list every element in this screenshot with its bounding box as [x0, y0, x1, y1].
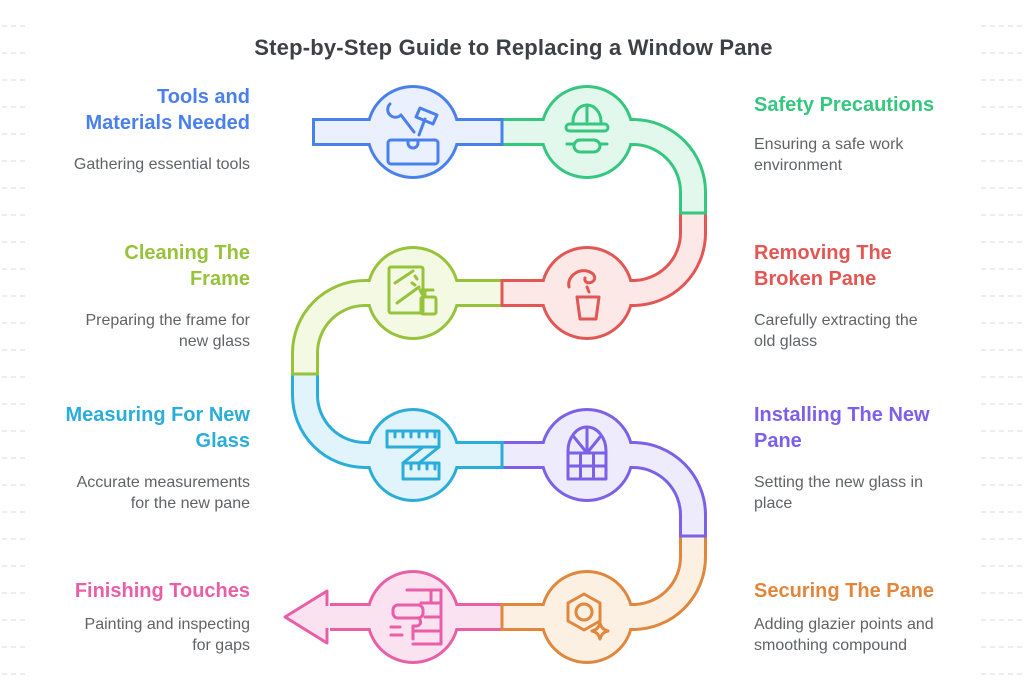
step-6-pipe — [502, 408, 707, 536]
step-label-installing-pane: Installing The New Pane Setting the new … — [754, 402, 974, 514]
page-title: Step-by-Step Guide to Replacing a Window… — [254, 34, 773, 60]
step-7-pipe — [502, 536, 707, 664]
step-title: Finishing Touches — [74, 580, 250, 602]
step-label-removing-pane: Removing The Broken Pane Carefully extra… — [754, 240, 974, 352]
step-label-safety-precautions: Safety Precautions Ensuring a safe work … — [754, 92, 974, 176]
step-label-securing-pane: Securing The Pane Adding glazier points … — [754, 578, 974, 656]
step-6-node — [543, 411, 631, 499]
step-3-pipe — [502, 213, 707, 340]
step-3-node — [543, 249, 631, 337]
step-title: Cleaning The Frame — [124, 242, 250, 290]
step-title: Tools and Materials Needed — [85, 86, 250, 134]
ruled-background-lines — [2, 25, 1025, 675]
step-description: Preparing the frame for new glass — [85, 312, 250, 350]
step-label-cleaning-frame: Cleaning The Frame Preparing the frame f… — [30, 240, 250, 352]
step-7-node — [543, 573, 631, 661]
junction-caps — [291, 118, 707, 631]
flow-end-arrowhead — [283, 589, 329, 645]
arched-window-icon — [566, 425, 608, 481]
step-title: Removing The Broken Pane — [754, 242, 892, 290]
step-2-pipe — [502, 85, 707, 213]
nut-sparkle-icon — [566, 592, 610, 641]
step-description: Gathering essential tools — [73, 156, 250, 173]
step-title: Safety Precautions — [754, 94, 935, 116]
paint-roller-icon — [389, 588, 443, 646]
step-5-pipe — [291, 374, 502, 502]
step-title: Securing The Pane — [754, 580, 935, 602]
step-description: Carefully extracting the old glass — [754, 312, 918, 350]
step-label-finishing-touches: Finishing Touches Painting and inspectin… — [30, 578, 250, 656]
toolbox-icon — [386, 102, 440, 166]
step-label-measuring-glass: Measuring For New Glass Accurate measure… — [30, 402, 250, 514]
step-title: Measuring For New Glass — [65, 404, 250, 452]
step-description: Setting the new glass in place — [754, 474, 923, 512]
step-description: Accurate measurements for the new pane — [76, 474, 250, 512]
step-description: Ensuring a safe work environment — [754, 136, 904, 174]
step-4-pipe — [291, 246, 502, 374]
step-description: Adding glazier points and smoothing comp… — [754, 616, 934, 654]
step-title: Installing The New Pane — [754, 404, 930, 452]
step-label-tools-materials: Tools and Materials Needed Gathering ess… — [30, 84, 250, 175]
step-8-pipe — [283, 570, 502, 664]
step-description: Painting and inspecting for gaps — [84, 616, 250, 654]
hard-hat-icon — [564, 103, 610, 154]
window-spray-icon — [387, 265, 438, 316]
step-1-pipe — [312, 85, 502, 179]
measuring-tape-icon — [385, 429, 441, 481]
hand-bucket-icon — [567, 269, 601, 321]
